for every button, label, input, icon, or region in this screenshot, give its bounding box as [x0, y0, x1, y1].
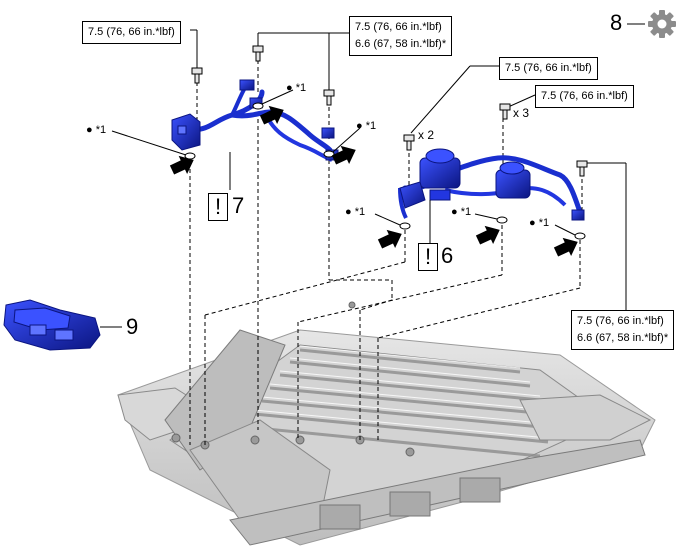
torque-spec-left-bolt: 7.5 (76, 66 in.*lbf): [82, 21, 181, 44]
torque-value: 7.5 (76, 66 in.*lbf): [355, 21, 442, 33]
torque-spec-right-bolt: 7.5 (76, 66 in.*lbf) 6.6 (67, 58 in.*lbf…: [571, 310, 675, 350]
quantity-x3: x 3: [513, 106, 530, 120]
gear-icon: [648, 10, 676, 38]
torque-spec-x3-bolts: 7.5 (76, 66 in.*lbf): [535, 85, 634, 108]
note-star1: ● *1: [286, 82, 307, 94]
gasket-icon: [184, 102, 586, 240]
note-star1: ● *1: [345, 206, 366, 218]
wire-harness-left: [171, 79, 339, 162]
callout-7: 7: [232, 193, 245, 218]
component-9: [3, 299, 122, 351]
torque-value-alt: 6.6 (67, 58 in.*lbf)*: [577, 332, 669, 344]
note-leaders: [111, 89, 576, 236]
quantity-x2: x 2: [418, 128, 435, 142]
torque-value: 7.5 (76, 66 in.*lbf): [577, 315, 664, 327]
torque-value: 7.5 (76, 66 in.*lbf): [541, 90, 628, 102]
warning-marker-6: !: [418, 243, 438, 271]
torque-value: 7.5 (76, 66 in.*lbf): [505, 62, 592, 74]
arrow-icon: [169, 105, 578, 257]
torque-leaders: [190, 29, 627, 310]
warning-marker-7: !: [208, 193, 228, 221]
torque-spec-center-bolts: 7.5 (76, 66 in.*lbf) 6.6 (67, 58 in.*lbf…: [349, 16, 453, 56]
torque-value: 7.5 (76, 66 in.*lbf): [88, 26, 175, 38]
torque-spec-x2-bolts: 7.5 (76, 66 in.*lbf): [499, 57, 598, 80]
callout-6: 6: [441, 243, 454, 268]
callout-8: 8: [610, 10, 623, 35]
torque-value-alt: 6.6 (67, 58 in.*lbf)*: [355, 38, 447, 50]
dashed-guide-lines: [189, 60, 583, 445]
bolt-icon: [191, 45, 588, 177]
note-star1: ● *1: [451, 206, 472, 218]
callout-leaders: [229, 23, 645, 243]
callout-9: 9: [126, 314, 139, 339]
wire-harness-right: [398, 148, 585, 221]
note-star1: ● *1: [86, 124, 107, 136]
battery-frame: [117, 301, 656, 546]
note-star1: ● *1: [356, 120, 377, 132]
note-star1: ● *1: [529, 217, 550, 229]
